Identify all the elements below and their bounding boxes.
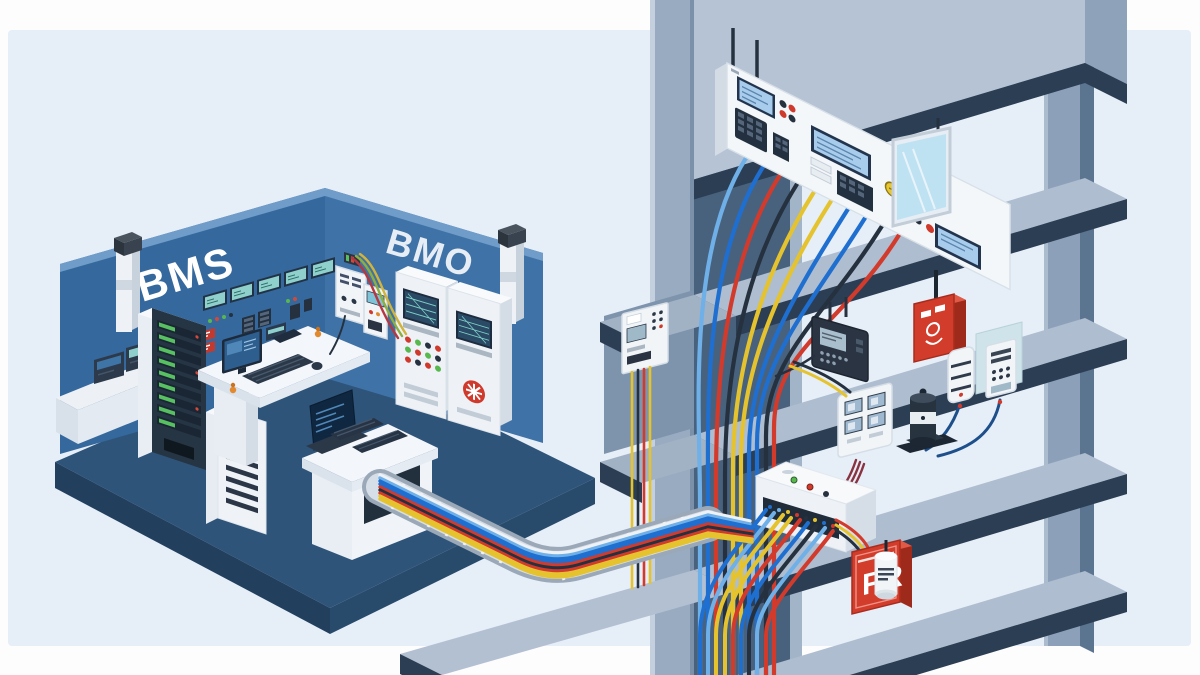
motion-sensor: [947, 346, 975, 404]
figurine: [229, 382, 237, 394]
server-rack: [138, 308, 206, 470]
cable-tray: [362, 469, 754, 583]
wall-junction-panel: [335, 265, 367, 326]
wall-patch-cables: [329, 252, 408, 355]
wall-right-cap: [325, 188, 543, 261]
corner-post-left: [114, 232, 142, 332]
control-cabinet-2: [447, 282, 512, 437]
junction-exit-cables: [698, 508, 835, 675]
room-thermostat: [985, 338, 1017, 399]
riser-cables: [696, 155, 902, 675]
switch-panel: [837, 382, 893, 458]
tablet: [272, 329, 302, 343]
slab3-feed-cables: [788, 360, 852, 398]
siren-cylinder: [896, 388, 958, 453]
operator-desk: [198, 326, 370, 466]
desktop-monitor: [222, 328, 262, 375]
fire-alarm-box: [913, 270, 966, 363]
window-panel: [891, 118, 952, 228]
mouse: [311, 362, 323, 370]
figurine: [314, 326, 322, 338]
building: FR: [400, 0, 1127, 675]
control-room: BMS BMO: [55, 188, 595, 634]
smoke-detector-cylinder: [874, 540, 898, 600]
tray-cables: [378, 473, 754, 579]
